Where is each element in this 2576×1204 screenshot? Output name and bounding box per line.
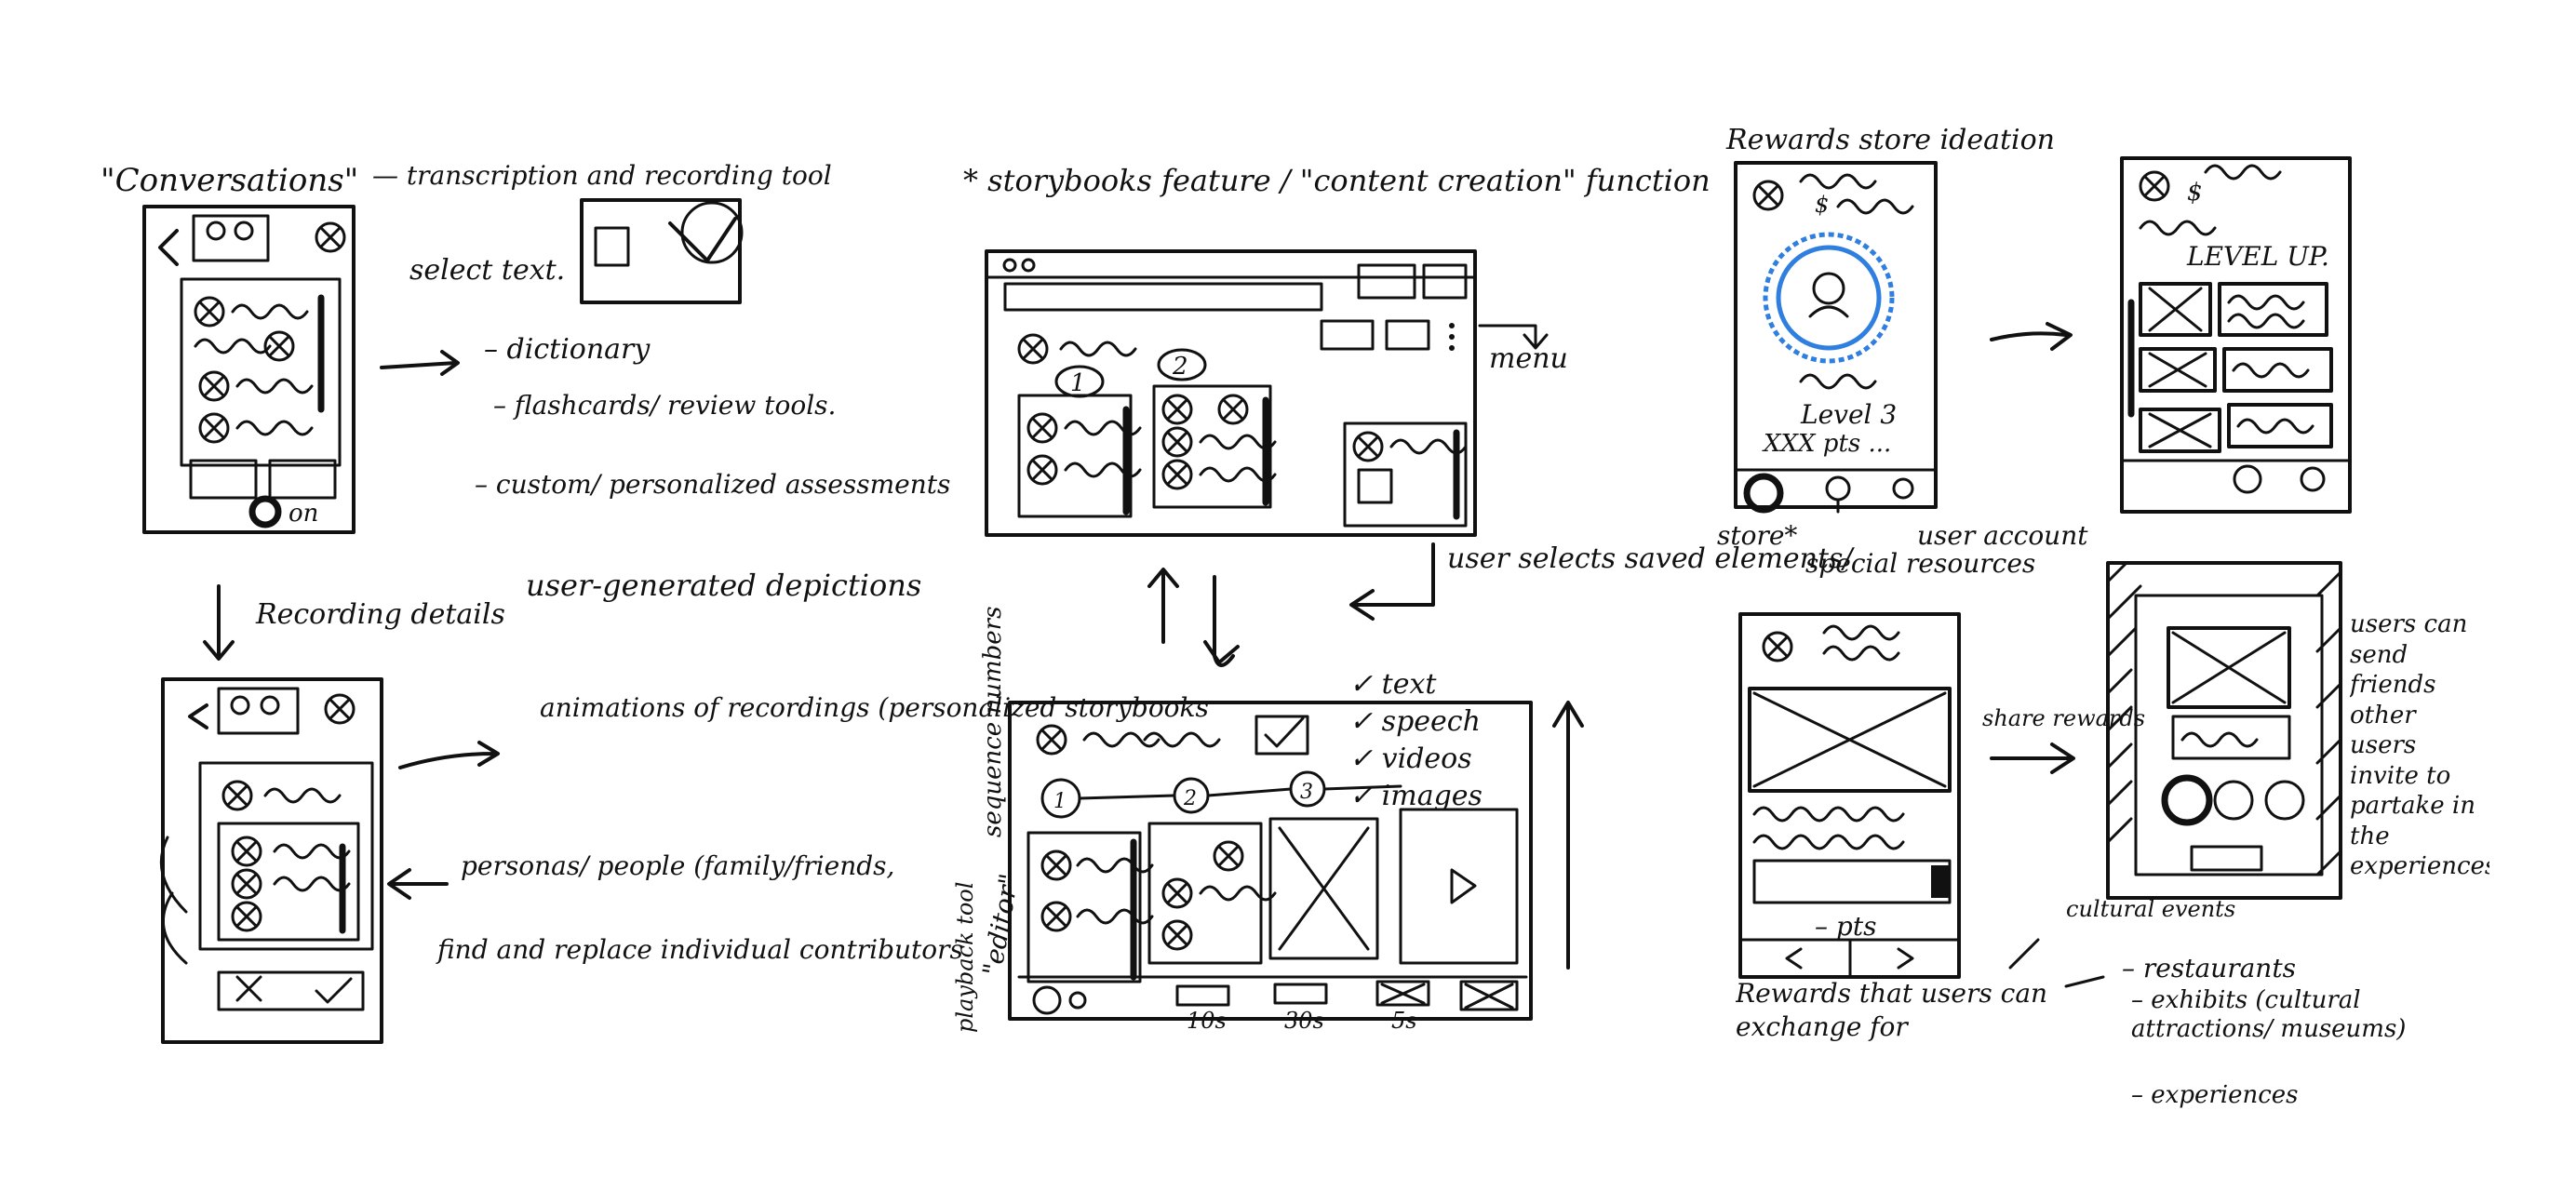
special-resources-label: special resources xyxy=(1805,548,2035,579)
duration-5s: 5s xyxy=(1391,1008,1417,1034)
store-dollar-icon[interactable] xyxy=(1743,473,1784,514)
check-images: ✓ images xyxy=(1349,780,1483,812)
people-icon xyxy=(230,695,250,716)
book-number-2: 2 xyxy=(1172,353,1188,381)
toggle-label: on xyxy=(288,500,318,528)
transcription-note: — transcription and recording tool xyxy=(372,160,832,191)
next-arrow-icon[interactable] xyxy=(1897,947,1914,970)
phone-mockup-recording-details xyxy=(159,677,383,1044)
level-label: Level 3 xyxy=(1800,399,1897,430)
store-label: store* xyxy=(1717,520,1797,551)
level-up-label: LEVEL UP. xyxy=(2186,241,2329,272)
dictionary-label: – dictionary xyxy=(484,333,651,366)
scene-card-3-image[interactable] xyxy=(1268,817,1379,960)
phone-mockup-store: $ Level 3 XXX pts ... xyxy=(1734,161,1938,514)
search-icon[interactable] xyxy=(1825,475,1851,502)
duration-10s: 10s xyxy=(1187,1008,1227,1034)
sequence-step-1: 1 xyxy=(1053,790,1067,813)
back-arrow-icon xyxy=(188,703,208,729)
sequence-step-3: 3 xyxy=(1300,781,1313,804)
sequence-step-2: 2 xyxy=(1183,787,1197,810)
editor-label: "editor" xyxy=(976,871,1025,978)
minus-points-label: – pts xyxy=(1815,911,1876,942)
cultural-events-label: cultural events xyxy=(2066,896,2235,922)
exhibits-label: – exhibits (cultural attractions/ museum… xyxy=(2131,986,2407,1044)
dollar-label-2: $ xyxy=(2187,179,2203,207)
panel-conversations: "Conversations" — transcription and reco… xyxy=(101,160,1209,1044)
pause-button xyxy=(268,459,337,500)
close-icon xyxy=(315,221,346,253)
personas-label: personas/ people (family/friends, xyxy=(461,850,894,881)
phone-mockup-resources: – pts xyxy=(1738,612,1961,979)
browser-mockup-editor: 1 2 3 10s 30s 5s xyxy=(1008,701,1533,1034)
playback-tool-label: playback tool xyxy=(952,882,978,1033)
dollar-label: $ xyxy=(1815,192,1829,218)
book-number-1: 1 xyxy=(1070,369,1086,397)
check-icon xyxy=(315,977,353,1004)
waveform-button xyxy=(189,459,258,500)
back-arrow-icon xyxy=(158,229,179,266)
check-icon xyxy=(1264,716,1305,748)
scene-card-2[interactable] xyxy=(1147,822,1263,965)
user-selects-label: user selects saved elements/ xyxy=(1447,542,1855,575)
toggle-icon xyxy=(248,495,282,528)
friend-avatar-icon[interactable] xyxy=(2213,780,2254,821)
recording-details-label: Recording details xyxy=(255,598,505,631)
user-avatar-icon xyxy=(1812,272,1845,305)
check-text: ✓ text xyxy=(1349,668,1437,701)
panel-rewards: Rewards store ideation $ Level 3 XXX pts… xyxy=(1717,124,2489,1109)
flashcards-label: – flashcards/ review tools. xyxy=(493,390,836,421)
friend-avatar-icon[interactable] xyxy=(2161,774,2213,826)
duration-30s: 30s xyxy=(1284,1008,1324,1034)
storybook-card-1[interactable] xyxy=(1017,394,1133,518)
user-account-label: user account xyxy=(1917,520,2088,551)
users-can-send-label: users can send friends other users invit… xyxy=(2350,610,2489,880)
select-text-label: select text. xyxy=(409,254,565,287)
animations-label: animations of recordings (personalized s… xyxy=(540,692,1209,723)
check-speech: ✓ speech xyxy=(1349,705,1481,738)
scene-card-4-video[interactable] xyxy=(1399,808,1519,965)
menu-label: menu xyxy=(1489,342,1568,375)
check-videos: ✓ videos xyxy=(1349,742,1472,775)
rewards-exchange-label: Rewards that users can exchange for xyxy=(1736,978,2048,1043)
avatar-icon xyxy=(194,296,225,328)
people-icon xyxy=(206,221,226,241)
sequence-numbers-label: sequence numbers xyxy=(979,607,1007,837)
search-bar xyxy=(1003,282,1323,312)
level-progress-ring xyxy=(1763,232,1895,364)
restaurants-label: – restaurants xyxy=(2122,953,2296,983)
find-replace-label: find and replace individual contributors xyxy=(436,934,963,965)
phone-mockup-invite xyxy=(2106,561,2342,900)
rewards-title: Rewards store ideation xyxy=(1725,124,2055,156)
storybooks-title: * storybooks feature / "content creation… xyxy=(963,163,1711,198)
prev-arrow-icon[interactable] xyxy=(1785,947,1803,970)
play-icon xyxy=(1450,868,1477,904)
play-button-icon[interactable] xyxy=(1032,985,1062,1015)
phone-mockup-level-up: $ LEVEL UP. xyxy=(2120,156,2352,514)
points-label: XXX pts ... xyxy=(1762,430,1891,458)
friend-avatar-icon[interactable] xyxy=(2264,780,2305,821)
conversations-title: "Conversations" xyxy=(101,162,358,199)
panel-storybooks: * storybooks feature / "content creation… xyxy=(952,163,1855,1034)
user-account-icon[interactable] xyxy=(1892,477,1914,500)
select-text-widget xyxy=(580,198,742,304)
phone-mockup-conversations xyxy=(142,205,356,534)
browser-mockup-library: 1 2 xyxy=(985,249,1477,537)
scene-card-1[interactable] xyxy=(1026,831,1142,983)
assessments-label: – custom/ personalized assessments xyxy=(475,469,950,500)
user-generated-label: user-generated depictions xyxy=(526,568,921,603)
experiences-label: – experiences xyxy=(2131,1081,2299,1109)
close-icon xyxy=(324,693,356,725)
